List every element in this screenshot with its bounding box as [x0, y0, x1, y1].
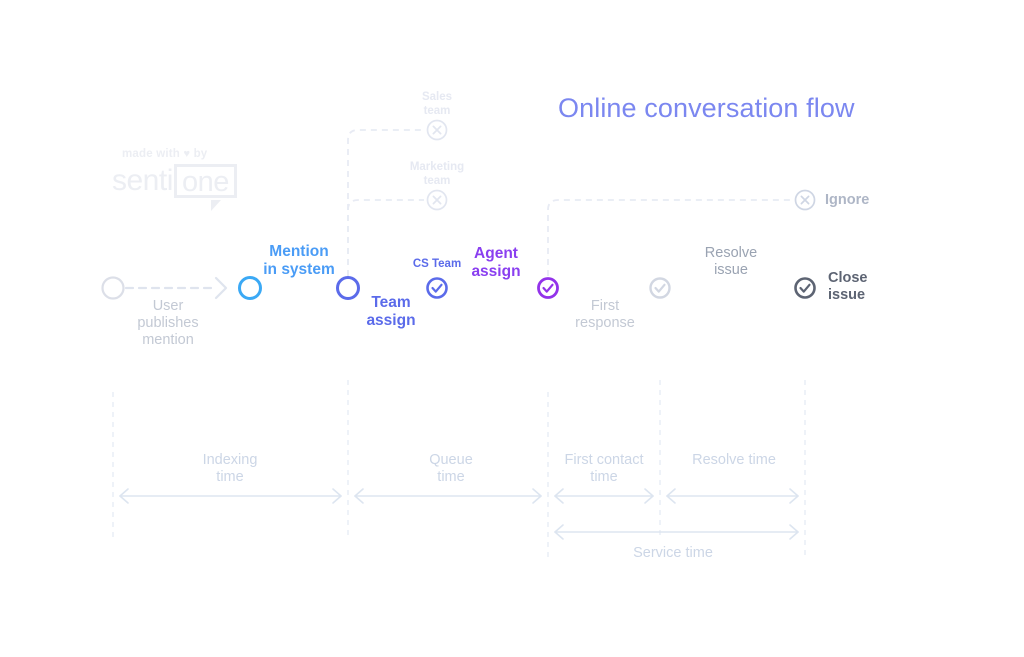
entry-dashed-connector: [124, 276, 228, 300]
node-agent-assign[interactable]: [537, 277, 559, 299]
measure-label-first-contact-time: First contact time: [564, 452, 644, 486]
logo-speech-bubble: one: [174, 164, 237, 211]
node-label-agent-assign: Agent assign: [471, 245, 521, 281]
node-label-first-response: First response: [575, 298, 635, 332]
node-close-issue[interactable]: [794, 277, 816, 299]
x-circle-icon-marketing-team[interactable]: [426, 189, 448, 211]
speech-bubble-tail-icon: [211, 200, 221, 211]
node-label-resolve-issue: Resolve issue: [704, 245, 758, 279]
node-cs-team[interactable]: [426, 277, 448, 299]
node-label-user-publishes: User publishes mention: [137, 298, 199, 349]
measurement-guidelines: [112, 380, 806, 558]
node-mention-in-system[interactable]: [238, 276, 262, 300]
measure-label-indexing-time: Indexing time: [202, 452, 258, 486]
node-label-cs-team: CS Team: [412, 258, 462, 270]
node-user-publishes[interactable]: [101, 276, 125, 300]
logo-wordmark-one: one: [182, 166, 229, 198]
logo-wordmark-senti: senti: [112, 164, 173, 197]
x-circle-icon-ignore[interactable]: [794, 189, 816, 211]
node-label-close-issue: Close issue: [828, 270, 868, 304]
node-first-response[interactable]: [649, 277, 671, 299]
node-team-assign[interactable]: [336, 276, 360, 300]
page-title: Online conversation flow: [558, 93, 855, 123]
measure-arrow-resolve-time: [666, 488, 799, 504]
measure-label-service-time: Service time: [633, 545, 713, 561]
logo-made-with-by-text: made with ♥ by: [122, 148, 207, 160]
x-circle-icon-sales-team[interactable]: [426, 119, 448, 141]
node-label-team-assign: Team assign: [366, 294, 416, 330]
heart-icon: ♥: [183, 148, 191, 160]
ignore-branch-dashed-path: [547, 199, 792, 276]
measure-arrow-queue-time: [354, 488, 542, 504]
measure-arrow-indexing-time: [119, 488, 342, 504]
sentione-logo: made with ♥ by senti one: [112, 148, 272, 211]
team-branch-dashed-paths: [347, 129, 424, 276]
node-label-mention-in-system: Mention in system: [263, 243, 335, 279]
branch-label-marketing-team: Marketing team: [409, 161, 465, 187]
measure-label-queue-time: Queue time: [429, 452, 473, 486]
logo-made-with-text: made with: [122, 148, 181, 160]
measure-arrow-service-time: [554, 524, 799, 540]
measure-arrow-first-contact-time: [554, 488, 654, 504]
branch-label-sales-team: Sales team: [421, 91, 453, 117]
measure-label-resolve-time: Resolve time: [692, 452, 776, 468]
logo-by-text: by: [193, 148, 208, 160]
branch-label-ignore: Ignore: [825, 192, 870, 208]
